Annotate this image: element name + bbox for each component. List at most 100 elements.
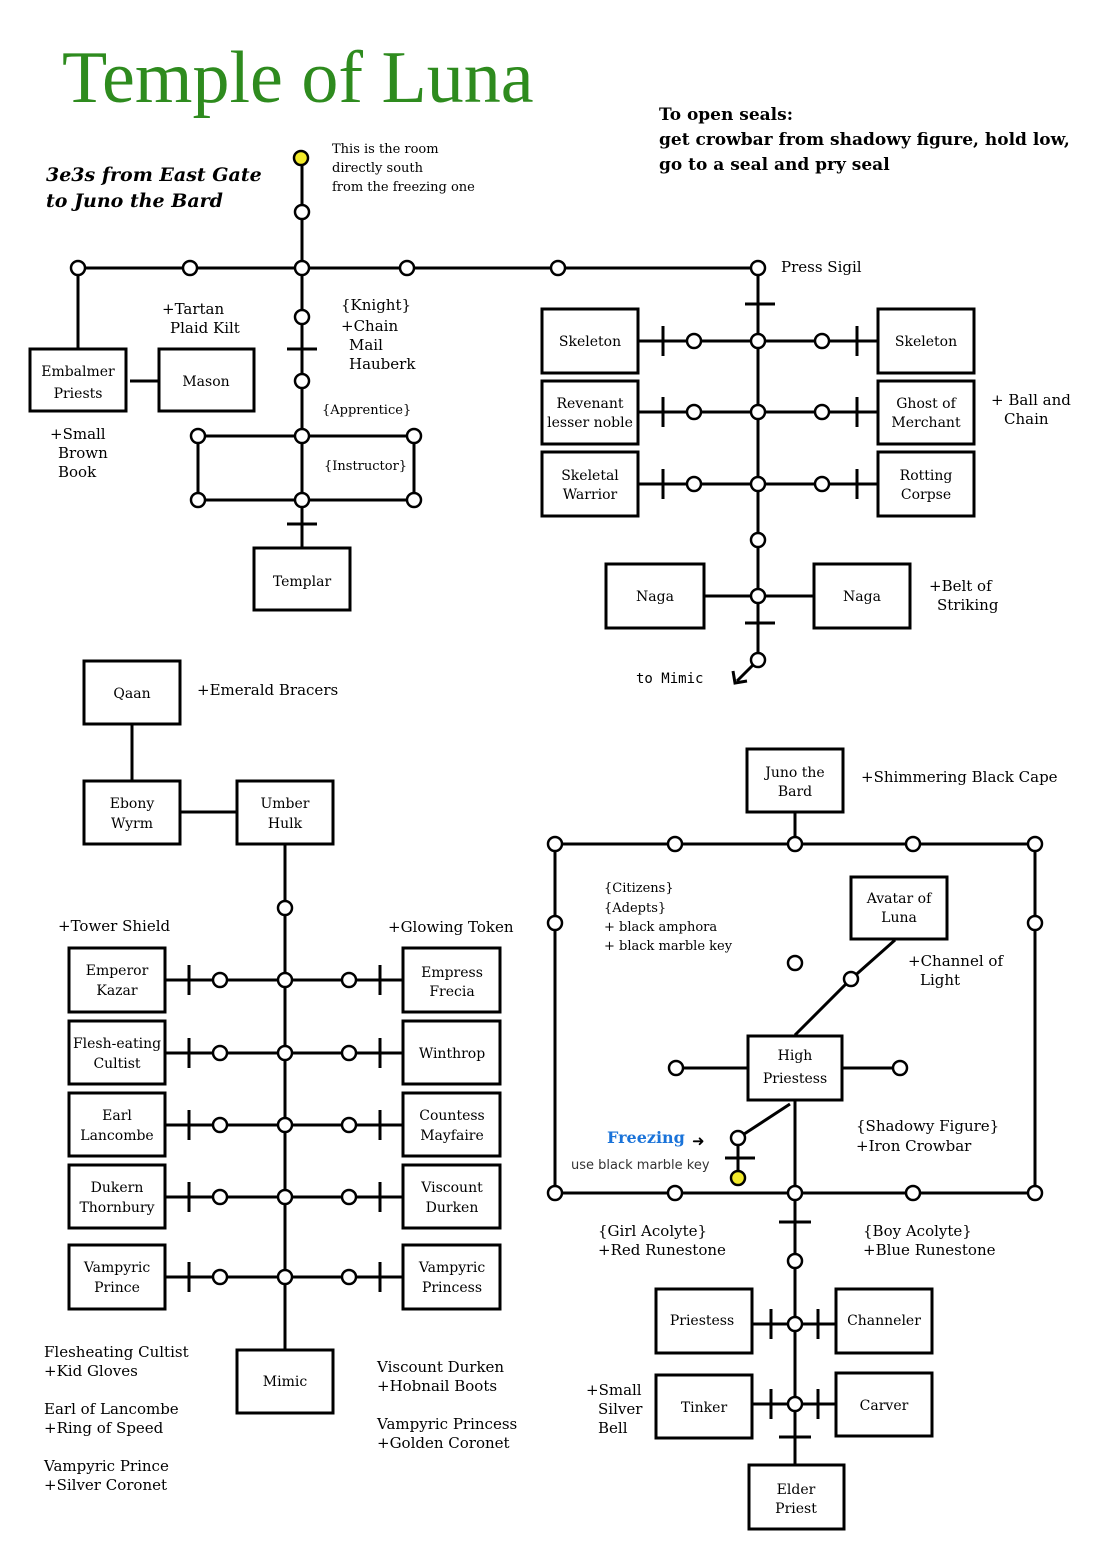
- path-node: [189, 491, 207, 509]
- path-node: [749, 475, 767, 493]
- path-node: [69, 259, 87, 277]
- svg-text:Mimic: Mimic: [263, 1374, 308, 1390]
- path-node: [749, 531, 767, 549]
- path-node: [813, 332, 831, 350]
- room-skeleton-right: Skeleton: [876, 307, 976, 375]
- room-carver: Carver: [834, 1371, 934, 1438]
- svg-text:Skeleton: Skeleton: [895, 334, 957, 350]
- path-node: [786, 1252, 804, 1270]
- path-node: [340, 1188, 358, 1206]
- path-node: [786, 954, 804, 972]
- path-node: [549, 259, 567, 277]
- note-girl-acolyte: {Girl Acolyte}+Red Runestone: [598, 1222, 726, 1259]
- note-apprentice: {Apprentice}: [322, 403, 411, 418]
- seal-bars: [661, 326, 859, 499]
- path-node: [685, 403, 703, 421]
- path-node: [340, 1116, 358, 1134]
- path-node: [786, 1315, 804, 1333]
- note-boy-acolyte: {Boy Acolyte}+Blue Runestone: [863, 1222, 996, 1259]
- arrow-right-icon: ➜: [692, 1132, 705, 1150]
- path-node: [276, 1044, 294, 1062]
- path-node: [293, 427, 311, 445]
- path-node: [786, 1395, 804, 1413]
- room-mason: Mason: [157, 347, 256, 413]
- path-node: [749, 587, 767, 605]
- path-node: [405, 427, 423, 445]
- svg-text:Priestess: Priestess: [670, 1313, 734, 1329]
- path-node: [546, 835, 564, 853]
- svg-text:Skeleton: Skeleton: [559, 334, 621, 350]
- path-node: [666, 1184, 684, 1202]
- path-node: [786, 835, 804, 853]
- path-node: [293, 308, 311, 326]
- room-winthrop: Winthrop: [401, 1019, 502, 1086]
- path-node: [685, 332, 703, 350]
- path-node: [749, 332, 767, 350]
- note-instructor: {Instructor}: [324, 459, 407, 474]
- room-qaan: Qaan: [82, 659, 182, 726]
- room-tinker: Tinker: [654, 1373, 754, 1440]
- note-citizens: {Citizens} {Adepts} + black amphora + bl…: [604, 881, 733, 954]
- route-subtitle: 3e3s from East Gate to Juno the Bard: [46, 164, 268, 212]
- path-node: [749, 651, 767, 669]
- path-node: [749, 403, 767, 421]
- svg-text:Mason: Mason: [182, 374, 229, 390]
- note-emerald-bracers: +Emerald Bracers: [197, 681, 338, 699]
- path-node: [276, 1116, 294, 1134]
- path-node: [293, 491, 311, 509]
- svg-text:Naga: Naga: [843, 589, 881, 605]
- path-node: [813, 403, 831, 421]
- svg-text:Templar: Templar: [273, 574, 332, 590]
- path-node: [189, 427, 207, 445]
- path-node: [211, 971, 229, 989]
- path-node: [276, 899, 294, 917]
- path-node: [340, 1268, 358, 1286]
- path-node: [546, 914, 564, 932]
- note-glowing-token: +Glowing Token: [388, 918, 514, 936]
- path-node: [546, 1184, 564, 1202]
- path-node: [211, 1188, 229, 1206]
- start-node: [292, 149, 310, 167]
- loot-list-left: Flesheating Cultist +Kid Gloves Earl of …: [43, 1343, 193, 1494]
- path-node: [1026, 835, 1044, 853]
- svg-text:Tinker: Tinker: [681, 1400, 728, 1416]
- path-node: [786, 1184, 804, 1202]
- svg-text:Naga: Naga: [636, 589, 674, 605]
- path-node: [398, 259, 416, 277]
- path-node: [667, 1059, 685, 1077]
- path-node: [340, 971, 358, 989]
- start-room-note: This is the room directly south from the…: [332, 142, 475, 195]
- path-node: [293, 259, 311, 277]
- path-node: [276, 1268, 294, 1286]
- freezing-hint: use black marble key: [571, 1158, 710, 1173]
- note-shadowy-figure: {Shadowy Figure}+Iron Crowbar: [856, 1117, 999, 1155]
